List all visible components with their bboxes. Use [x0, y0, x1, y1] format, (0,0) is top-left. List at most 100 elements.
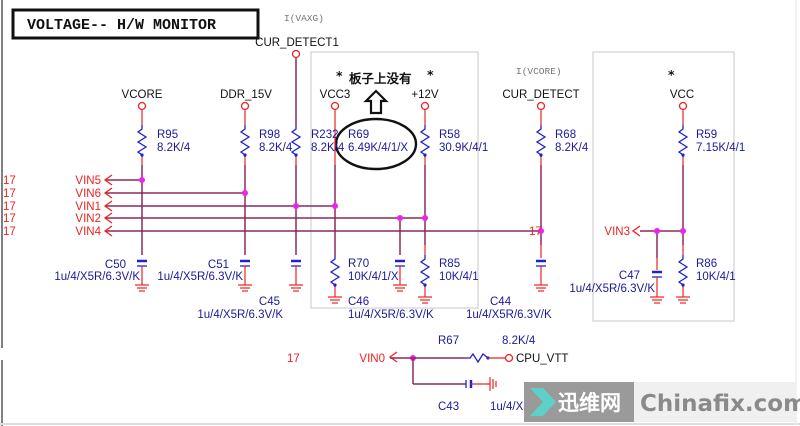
net-label-cur-detect1: CUR_DETECT1 — [255, 37, 339, 49]
net-label-vin6: VIN6 — [75, 188, 101, 200]
r67-ref: R67 — [438, 335, 459, 347]
c46-value: 1u/4/X5R/6.3V/K — [348, 309, 434, 321]
junction-dot — [538, 228, 544, 234]
junction-dot — [293, 203, 299, 209]
net-label-vcc3: VCC3 — [320, 89, 351, 101]
r67-value: 8.2K/4 — [502, 335, 536, 347]
r232-ref: R232 — [311, 129, 339, 141]
branch-cur-detect1 — [288, 58, 304, 292]
page-ref-vin2: 17 — [3, 213, 16, 225]
r69-ref: R69 — [348, 129, 369, 141]
watermark: 迅维网 Chinafix.com — [524, 382, 800, 422]
vin0-section — [390, 352, 514, 391]
pin-cpu-vtt — [504, 353, 514, 363]
net-label-cur-detect: CUR_DETECT — [502, 89, 579, 101]
watermark-text-bg — [634, 382, 796, 422]
c51-value: 1u/4/X5R/6.3V/K — [157, 271, 243, 283]
port-arrows — [103, 174, 641, 363]
pin-cur-detect1 — [291, 49, 301, 59]
page-ref-vin5: 17 — [3, 175, 16, 187]
r58-value: 30.9K/4/1 — [439, 142, 488, 154]
r98-ref: R98 — [259, 129, 280, 141]
branch-vcore — [134, 110, 150, 292]
branch-c47 — [649, 231, 665, 304]
junction-dot — [332, 203, 338, 209]
arrow-left-icon — [103, 200, 113, 212]
highlight-ellipse — [334, 117, 418, 171]
net-label-ddr15v: DDR_15V — [220, 89, 272, 101]
junction-dot — [654, 228, 660, 234]
c43-ref: C43 — [438, 401, 459, 413]
pin-vcc — [678, 101, 688, 111]
r85-ref: R85 — [439, 258, 460, 270]
chevron-right-icon — [530, 388, 556, 416]
watermark-cn: 迅维网 — [558, 391, 621, 415]
branch-vin2-cap — [392, 218, 408, 292]
junctions — [139, 177, 686, 361]
junction-dot — [397, 215, 403, 221]
net-label-cpu-vtt: CPU_VTT — [516, 353, 568, 365]
arrow-left-icon — [103, 212, 113, 224]
title-box — [11, 8, 260, 40]
current-label-vcore: I(VCORE) — [516, 66, 562, 77]
c44-value: 1u/4/X5R/6.3V/K — [466, 309, 552, 321]
page-ref-vin1: 17 — [3, 201, 16, 213]
c47-ref: C47 — [619, 270, 640, 282]
r59-value: 7.15K/4/1 — [696, 142, 745, 154]
branch-cur-detect — [533, 110, 549, 292]
arrow-left-icon — [631, 225, 641, 237]
c50-value: 1u/4/X5R/6.3V/K — [54, 271, 140, 283]
r85-value: 10K/4/1 — [439, 271, 479, 283]
net-label-vin2: VIN2 — [75, 213, 101, 225]
junction-dot — [680, 228, 686, 234]
r69-value: 6.49K/4/1/X — [348, 142, 408, 154]
r58-ref: R58 — [439, 129, 460, 141]
net-label-vcore: VCORE — [122, 89, 163, 101]
pin-vcc3 — [330, 101, 340, 111]
star-mark-right: * — [427, 67, 434, 82]
page-title: VOLTAGE-- H/W MONITOR — [27, 17, 216, 34]
net-label-vin4: VIN4 — [75, 226, 101, 238]
c45-value: 1u/4/X5R/6.3V/K — [197, 309, 283, 321]
r232-value: 8.2K/4 — [311, 142, 345, 154]
branch-vcc — [675, 110, 691, 304]
page-ref-vin4-cross: 17 — [529, 226, 542, 238]
junction-dot — [242, 190, 248, 196]
net-label-vin1: VIN1 — [75, 201, 101, 213]
c50-ref: C50 — [105, 259, 126, 271]
r95-value: 8.2K/4 — [157, 142, 191, 154]
r70-ref: R70 — [348, 258, 369, 270]
r86-value: 10K/4/1 — [696, 271, 736, 283]
r68-value: 8.2K/4 — [555, 142, 589, 154]
branch-vcc3 — [327, 110, 343, 304]
pin-cur-detect — [536, 101, 546, 111]
pin-12v — [420, 101, 430, 111]
r59-ref: R59 — [696, 129, 717, 141]
r68-ref: R68 — [555, 129, 576, 141]
group-box-vcc3-12v — [310, 51, 479, 309]
c51-ref: C51 — [208, 259, 229, 271]
watermark-en: Chinafix.com — [640, 391, 800, 417]
net-label-vin3: VIN3 — [604, 226, 630, 238]
page-ref-vin0: 17 — [287, 353, 300, 365]
group-box-vcc — [592, 51, 735, 322]
branch-ddr15v — [237, 110, 253, 292]
c44-ref: C44 — [490, 296, 512, 308]
arrow-left-icon — [103, 225, 113, 237]
r70-value: 10K/4/1/X — [348, 271, 399, 283]
c47-value: 1u/4/X5R/6.3V/K — [569, 283, 655, 295]
junction-dot — [422, 215, 428, 221]
page-ref-vin6: 17 — [3, 188, 16, 200]
junction-dot — [139, 177, 145, 183]
star-mark-vcc: * — [668, 67, 675, 82]
c45-ref: C45 — [259, 296, 280, 308]
arrow-left-icon — [388, 351, 398, 363]
power-pins — [137, 49, 688, 111]
current-label-vaxg: I(VAXG) — [284, 13, 324, 24]
net-label-12v: +12V — [411, 89, 439, 101]
pin-ddr15v — [240, 101, 250, 111]
r86-ref: R86 — [696, 258, 717, 270]
arrow-up-icon — [363, 89, 389, 115]
net-label-vin0: VIN0 — [359, 353, 385, 365]
